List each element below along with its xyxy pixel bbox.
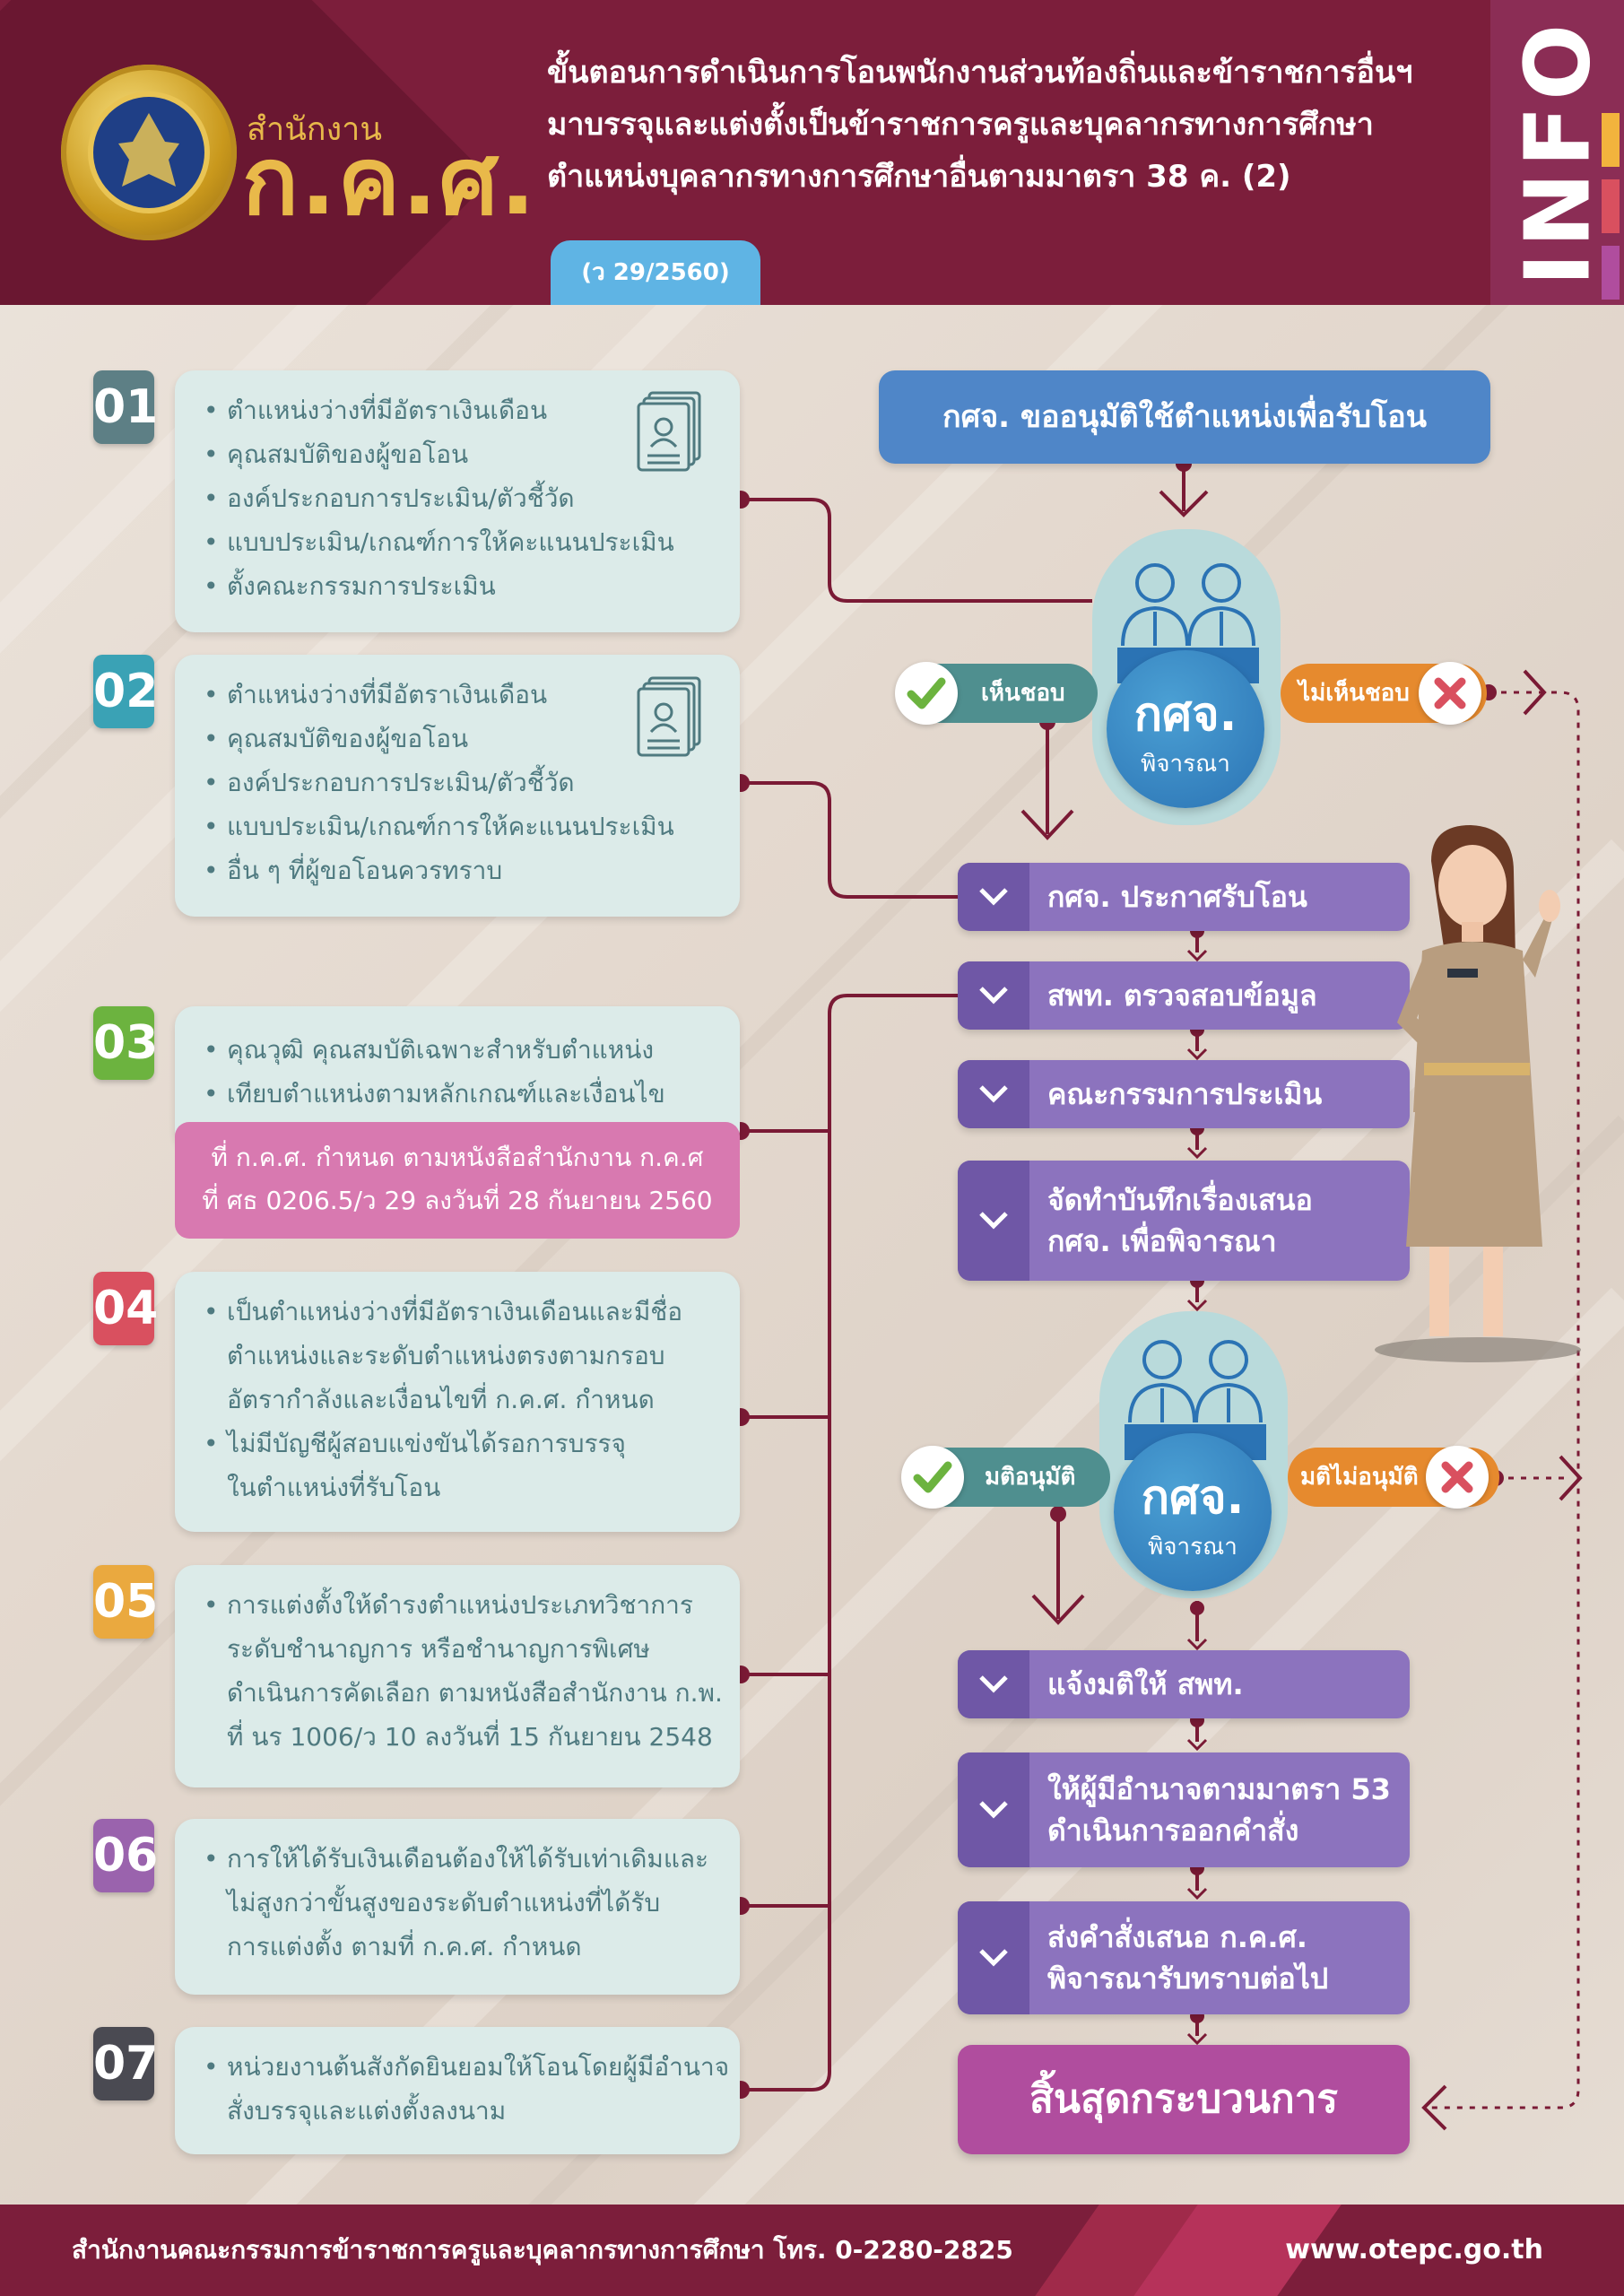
- step-number-04: 04: [93, 1272, 158, 1345]
- chevron-down-icon: [979, 1675, 1008, 1693]
- list-item: องค์ประกอบการประเมิน/ตัวชี้วัด: [204, 761, 740, 804]
- page-title: ขั้นตอนการดำเนินการโอนพนักงานส่วนท้องถิ่…: [547, 47, 1489, 203]
- step-box-05: การแต่งตั้งให้ดำรงตำแหน่งประเภทวิชาการระ…: [175, 1565, 740, 1787]
- chevron-down-icon: [979, 888, 1008, 906]
- list-item: การแต่งตั้งให้ดำรงตำแหน่งประเภทวิชาการระ…: [204, 1583, 740, 1759]
- step-03-reference-note: ที่ ก.ค.ศ. กำหนด ตามหนังสือสำนักงาน ก.ค.…: [175, 1122, 740, 1239]
- list-item: อื่น ๆ ที่ผู้ขอโอนควรทราบ: [204, 848, 740, 892]
- step-number-06: 06: [93, 1819, 158, 1892]
- flow-step-label: กศจ. ประกาศรับโอน: [1047, 880, 1307, 914]
- seal-emblem-icon: [88, 91, 210, 213]
- step-box-07: หน่วยงานต้นสังกัดยินยอมให้โอนโดยผู้มีอำน…: [175, 2027, 740, 2154]
- list-item: ตั้งคณะกรรมการประเมิน: [204, 564, 740, 608]
- chevron-down-icon: [979, 1949, 1008, 1967]
- flow-step-memo: จัดทำบันทึกเรื่องเสนอ กศจ. เพื่อพิจารณา: [958, 1161, 1410, 1281]
- council-review-circle: กศจ. พิจารณา: [1114, 1433, 1272, 1591]
- flow-step-label: สพท. ตรวจสอบข้อมูล: [1047, 978, 1317, 1013]
- step-box-01: ตำแหน่งว่างที่มีอัตราเงินเดือน คุณสมบัติ…: [175, 370, 740, 632]
- chevron-down-icon: [979, 987, 1008, 1004]
- chevron-down-icon: [979, 1085, 1008, 1103]
- connector-trunk: [741, 994, 958, 2092]
- flow-step-label: ส่งคำสั่งเสนอ ก.ค.ศ.: [1047, 1920, 1307, 1954]
- list-item: องค์ประกอบการประเมิน/ตัวชี้วัด: [204, 476, 740, 520]
- flow-step-label: แจ้งมติให้ สพท.: [1047, 1667, 1244, 1701]
- council-review-circle: กศจ. พิจารณา: [1107, 650, 1264, 808]
- list-item: แบบประเมิน/เกณฑ์การให้คะแนนประเมิน: [204, 520, 740, 564]
- note-line: ที่ ก.ค.ศ. กำหนด ตามหนังสือสำนักงาน ก.ค.…: [211, 1143, 704, 1172]
- teacher-illustration: [1375, 825, 1581, 1362]
- council-label: กศจ.: [1141, 1471, 1245, 1525]
- list-item: คุณสมบัติของผู้ขอโอน: [204, 432, 740, 476]
- footer-bar: [0, 2205, 1624, 2296]
- flow-step-label: ดำเนินการออกคำสั่ง: [1047, 1813, 1299, 1848]
- flow-step-committee: คณะกรรมการประเมิน: [958, 1060, 1410, 1128]
- list-item: เป็นตำแหน่งว่างที่มีอัตราเงินเดือนและมีช…: [204, 1290, 740, 1422]
- reference-tab: (ว 29/2560): [551, 240, 760, 305]
- list-item: คุณสมบัติของผู้ขอโอน: [204, 717, 740, 761]
- list-item: ไม่มีบัญชีผู้สอบแข่งขันได้รอการบรรจุในตำ…: [204, 1422, 740, 1509]
- flow-step-label: จัดทำบันทึกเรื่องเสนอ: [1047, 1183, 1313, 1217]
- accent-bar: [1602, 179, 1620, 233]
- accent-bar: [1602, 113, 1620, 167]
- check-icon: [895, 662, 958, 725]
- list-item: คุณวุฒิ คุณสมบัติเฉพาะสำหรับตำแหน่ง: [204, 1028, 740, 1072]
- flow-step-announce: กศจ. ประกาศรับโอน: [958, 863, 1410, 931]
- chevron-down-icon: [979, 1801, 1008, 1819]
- logo-wordmark: ก.ค.ศ.: [242, 126, 538, 236]
- flow-step-submit: ส่งคำสั่งเสนอ ก.ค.ศ. พิจารณารับทราบต่อไป: [958, 1901, 1410, 2014]
- title-line-3: ตำแหน่งบุคลากรทางการศึกษาอื่นตามมาตรา 38…: [547, 159, 1291, 195]
- list-item: การให้ได้รับเงินเดือนต้องให้ได้รับเท่าเด…: [204, 1837, 740, 1969]
- council-label: กศจ.: [1133, 688, 1238, 742]
- connector-02: [741, 781, 958, 899]
- list-item: ตำแหน่งว่างที่มีอัตราเงินเดือน: [204, 673, 740, 717]
- flow-step-label: ให้ผู้มีอำนาจตามมาตรา 53: [1047, 1772, 1391, 1806]
- council-sublabel: พิจารณา: [1141, 751, 1230, 778]
- document-profile-icon: [637, 676, 701, 757]
- step-number-03: 03: [93, 1006, 158, 1080]
- flow-step-label: พิจารณารับทราบต่อไป: [1047, 1961, 1329, 1996]
- accent-bar: [1602, 246, 1620, 300]
- cross-icon: [1419, 662, 1481, 725]
- step-number-07: 07: [93, 2027, 158, 2100]
- list-item: เทียบตำแหน่งตามหลักเกณฑ์และเงื่อนไข: [204, 1072, 740, 1116]
- list-item: แบบประเมิน/เกณฑ์การให้คะแนนประเมิน: [204, 804, 740, 848]
- flow-step-label: คณะกรรมการประเมิน: [1047, 1077, 1323, 1111]
- logo-subtitle: สำนักงาน: [247, 111, 382, 148]
- info-strip: INFO: [1490, 0, 1624, 305]
- check-icon: [901, 1446, 964, 1509]
- note-line: ที่ ศธ 0206.5/ว 29 ลงวันที่ 28 กันยายน 2…: [202, 1186, 713, 1215]
- flow-step-order: ให้ผู้มีอำนาจตามมาตรา 53 ดำเนินการออกคำส…: [958, 1752, 1410, 1867]
- step-box-06: การให้ได้รับเงินเดือนต้องให้ได้รับเท่าเด…: [175, 1819, 740, 1995]
- council-sublabel: พิจารณา: [1148, 1534, 1238, 1561]
- title-line-2: มาบรรจุและแต่งตั้งเป็นข้าราชการครูและบุค…: [547, 107, 1374, 143]
- request-position-box: กศจ. ขออนุมัติใช้ตำแหน่งเพื่อรับโอน: [879, 370, 1490, 464]
- step-box-04: เป็นตำแหน่งว่างที่มีอัตราเงินเดือนและมีช…: [175, 1272, 740, 1532]
- flow-step-verify: สพท. ตรวจสอบข้อมูล: [958, 961, 1410, 1030]
- step-number-01: 01: [93, 370, 158, 444]
- flow-step-label: กศจ. เพื่อพิจารณา: [1047, 1224, 1277, 1258]
- title-line-1: ขั้นตอนการดำเนินการโอนพนักงานส่วนท้องถิ่…: [547, 55, 1413, 91]
- connector-01: [741, 498, 1092, 603]
- flow-step-notify: แจ้งมติให้ สพท.: [958, 1650, 1410, 1718]
- chevron-down-icon: [979, 1212, 1008, 1230]
- step-number-02: 02: [93, 655, 158, 728]
- footer-website-link[interactable]: www.otepc.go.th: [1285, 2234, 1543, 2266]
- cross-icon: [1426, 1446, 1489, 1509]
- document-profile-icon: [637, 391, 701, 472]
- step-number-05: 05: [93, 1565, 158, 1639]
- process-end-box: สิ้นสุดกระบวนการ: [958, 2045, 1410, 2154]
- list-item: หน่วยงานต้นสังกัดยินยอมให้โอนโดยผู้มีอำน…: [204, 2045, 740, 2133]
- list-item: ตำแหน่งว่างที่มีอัตราเงินเดือน: [204, 388, 740, 432]
- header-banner: [0, 0, 1624, 305]
- footer-organization: สำนักงานคณะกรรมการข้าราชการครูและบุคลากร…: [72, 2235, 1013, 2265]
